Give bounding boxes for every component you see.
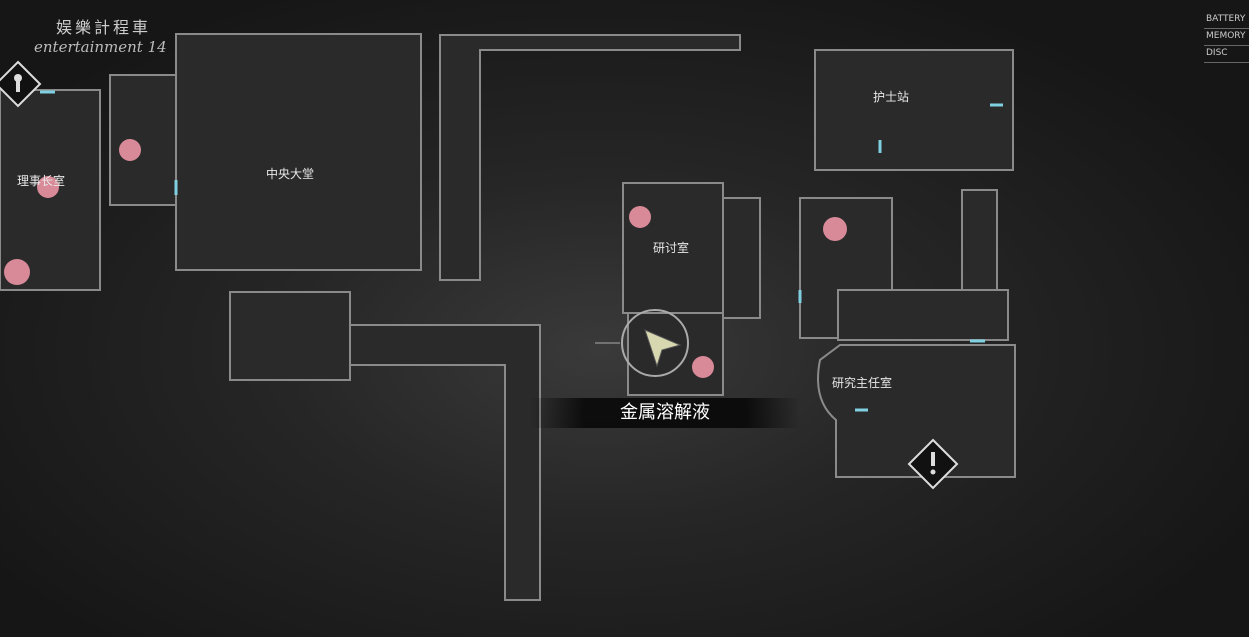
flower-markers (4, 139, 847, 378)
corridor (349, 324, 541, 601)
room-label-central-hall: 中央大堂 (266, 167, 315, 181)
room-director (817, 344, 1016, 478)
corridor (109, 74, 177, 206)
stairwell (961, 189, 998, 291)
menu-battery[interactable]: BATTERY (1204, 12, 1249, 29)
room-nurse-station (814, 49, 1014, 171)
alert-marker-icon (907, 438, 959, 490)
corridor (439, 34, 741, 281)
menu-disc[interactable]: DISC (1204, 46, 1249, 63)
selected-item-label: 金属溶解液 (530, 398, 800, 428)
side-menu: BATTERY MEMORY DISC (1204, 12, 1249, 63)
room (229, 291, 351, 381)
menu-memory[interactable]: MEMORY (1204, 29, 1249, 46)
room (627, 312, 724, 396)
watermark-title: 娱樂計程車 (56, 18, 152, 37)
corridor (722, 197, 761, 319)
corridor (837, 289, 1009, 341)
watermark-subtitle: entertainment 14 (34, 38, 167, 56)
key-marker-icon (0, 60, 42, 108)
player-cursor-icon (595, 309, 689, 377)
room-label-chairman: 理事长室 (17, 174, 66, 188)
room-central-hall (175, 33, 422, 271)
room-label-nurse-station: 护士站 (873, 90, 910, 104)
room-label-seminar: 研讨室 (653, 241, 690, 255)
door-markers (40, 90, 1003, 412)
room-label-director: 研究主任室 (832, 376, 893, 390)
room-seminar (622, 182, 724, 314)
